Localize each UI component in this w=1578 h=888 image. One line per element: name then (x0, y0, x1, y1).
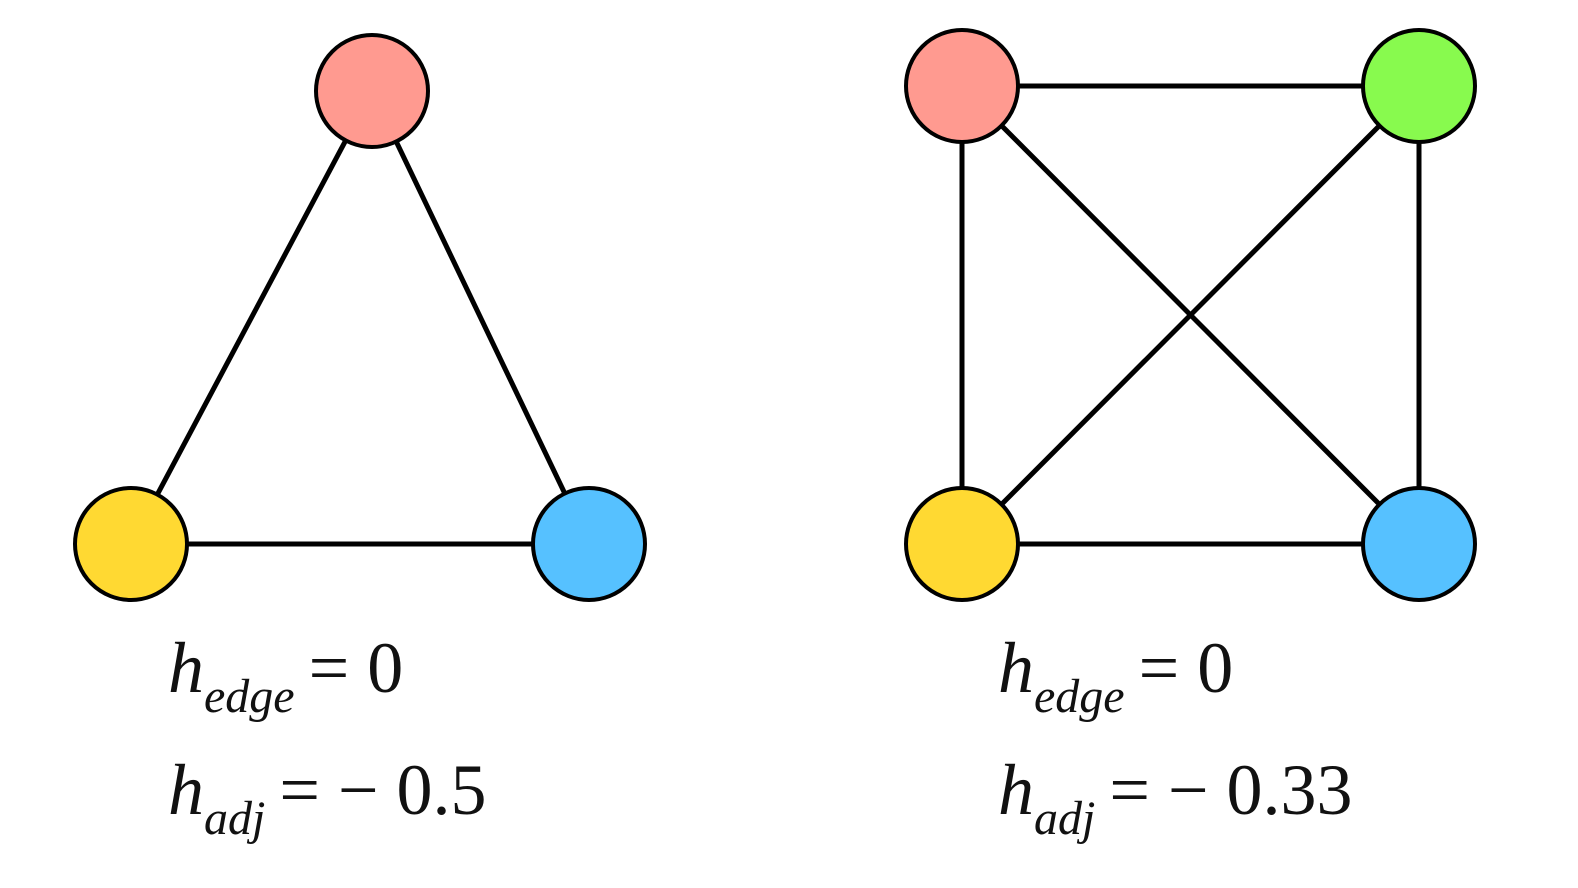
complete-k4-node-top-right-green (1361, 28, 1477, 144)
left-h-edge-symbol: h (168, 628, 204, 708)
triangle-edge-top-to-bottom-right (369, 89, 592, 546)
left-h-edge-formula: hedge = 0 (168, 628, 403, 723)
complete-k4-node-bottom-left-yellow (904, 486, 1020, 602)
right-h-edge-formula: hedge = 0 (998, 628, 1233, 723)
left-h-edge-subscript: edge (204, 670, 295, 723)
edges-layer (128, 83, 1422, 547)
left-h-adj-formula: hadj = − 0.5 (168, 750, 487, 845)
complete-k4-node-top-left-red (904, 28, 1020, 144)
right-h-adj-relation: = − 0.33 (1109, 750, 1352, 830)
right-h-adj-symbol: h (998, 750, 1034, 830)
nodes-layer (73, 28, 1477, 602)
triangle-edge-top-to-bottom-left (128, 89, 375, 546)
right-formulas: hedge= 0 hadj= − 0.33 (998, 628, 1353, 845)
left-h-edge-relation: = 0 (309, 628, 404, 708)
triangle-node-bottom-left-yellow (73, 486, 189, 602)
triangle-node-bottom-right-blue (531, 486, 647, 602)
right-h-edge-subscript: edge (1034, 670, 1125, 723)
right-h-adj-subscript: adj (1034, 792, 1095, 845)
left-formulas: hedge= 0 hadj= − 0.5 (168, 628, 487, 845)
left-h-adj-subscript: adj (204, 792, 265, 845)
right-h-edge-relation: = 0 (1139, 628, 1234, 708)
right-h-adj-formula: hadj = − 0.33 (998, 750, 1353, 845)
right-h-edge-symbol: h (998, 628, 1034, 708)
left-h-adj-relation: = − 0.5 (279, 750, 486, 830)
complete-k4-edge-top-right-to-bottom-left (960, 84, 1421, 546)
triangle-node-top-red (314, 33, 430, 149)
complete-k4-node-bottom-right-blue (1361, 486, 1477, 602)
left-h-adj-symbol: h (168, 750, 204, 830)
